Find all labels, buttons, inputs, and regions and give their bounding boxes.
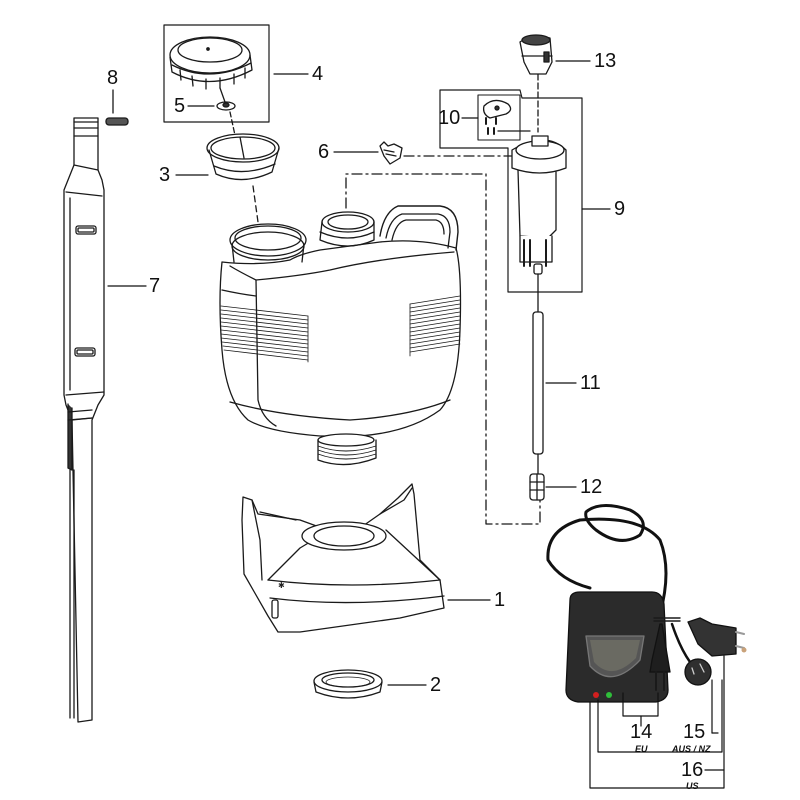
base-stand-part: ✱	[241, 483, 445, 633]
filter-basket-part	[206, 111, 280, 223]
threaded-ring-part	[313, 669, 383, 699]
callout-3: 3	[159, 164, 171, 186]
tank-body	[219, 205, 462, 466]
callout-13: 13	[594, 50, 617, 72]
charger-part	[546, 504, 747, 703]
suction-tube-part	[532, 311, 544, 475]
callout-2: 2	[430, 674, 442, 696]
callout-4: 4	[312, 63, 324, 85]
callout-6: 6	[318, 141, 330, 163]
callout-9: 9	[614, 198, 626, 220]
callout-14: 14	[630, 721, 653, 743]
battery-part	[519, 34, 553, 75]
callout-leaders	[107, 60, 725, 789]
callout-11: 11	[580, 372, 601, 394]
callout-12: 12	[580, 476, 603, 498]
callout-8: 8	[107, 67, 119, 89]
variant-us-label: US	[686, 781, 699, 791]
callout-16: 16	[681, 759, 704, 781]
shoulder-strap-part	[63, 117, 105, 723]
callout-10: 10	[438, 107, 461, 129]
callout-15: 15	[683, 721, 706, 743]
clip-part	[379, 141, 403, 165]
hose-routing-dashes	[345, 155, 541, 525]
svg-text:✱: ✱	[278, 581, 285, 590]
pump-assembly-box	[439, 73, 583, 313]
variant-aus-nz-label: AUS / NZ	[672, 744, 711, 754]
callout-7: 7	[149, 275, 161, 297]
suction-filter-part	[529, 473, 545, 501]
lid-assembly-box	[163, 24, 270, 123]
callout-5: 5	[174, 95, 186, 117]
callout-1: 1	[494, 589, 506, 611]
pin-part	[105, 89, 129, 126]
variant-eu-label: EU	[635, 744, 648, 754]
